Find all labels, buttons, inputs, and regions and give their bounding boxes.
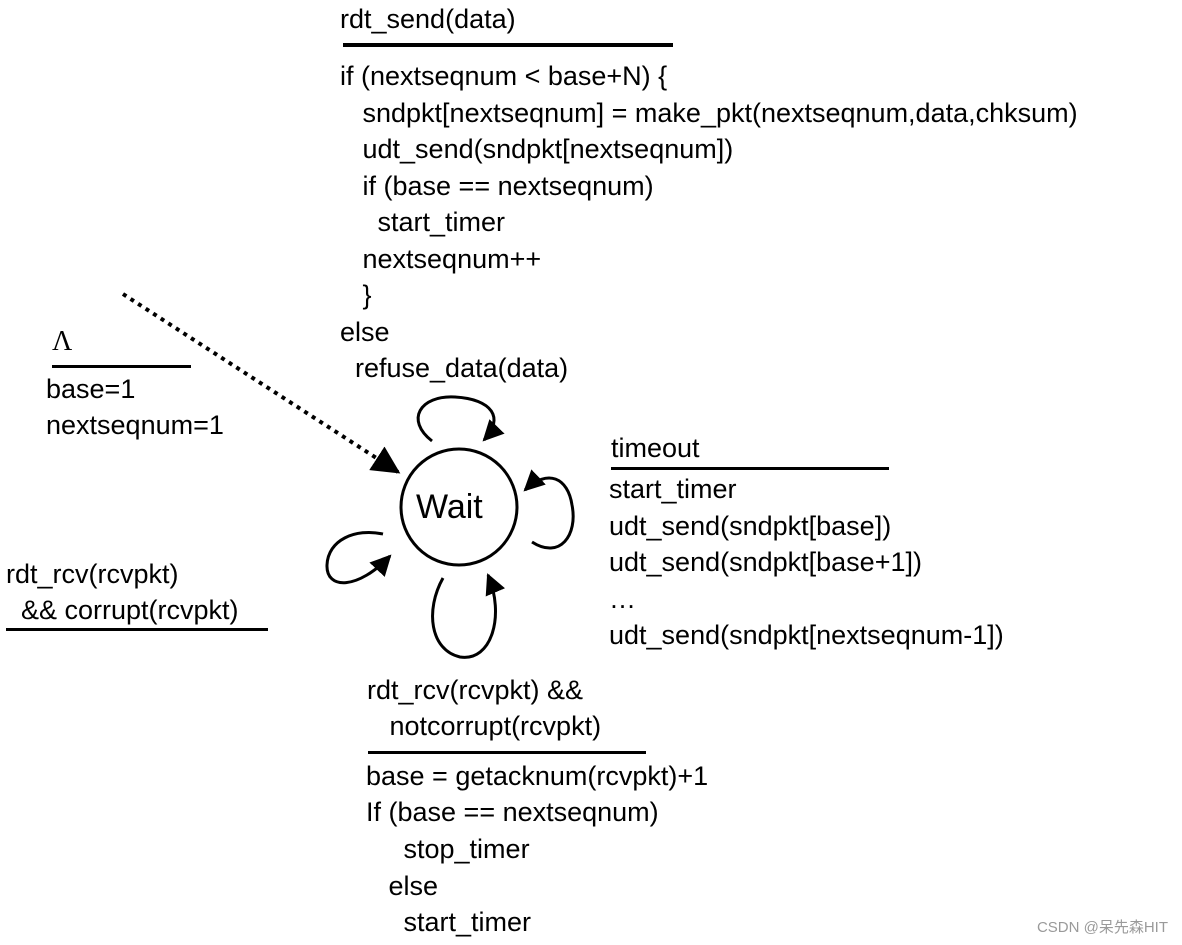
- timeout-transition-rule: [611, 467, 889, 470]
- watermark: CSDN @呆先森HIT: [1036, 919, 1168, 936]
- timeout-event-text: timeout: [611, 433, 700, 463]
- send-event-label: rdt_send(data): [340, 1, 670, 39]
- corrupt-event-line: rdt_rcv(rcvpkt): [6, 559, 179, 589]
- init-transition-rule: [52, 365, 191, 368]
- timeout-action-line: udt_send(sndpkt[base+1]): [609, 547, 922, 577]
- timeout-action-line: udt_send(sndpkt[nextseqnum-1]): [609, 620, 1004, 650]
- wait-state-label: Wait: [416, 488, 483, 526]
- send-action-line: udt_send(sndpkt[nextseqnum]): [340, 134, 734, 164]
- ack-event-line: rdt_rcv(rcvpkt) &&: [367, 675, 584, 705]
- corrupt-transition-rule: [6, 628, 268, 631]
- wait-state-circle: [399, 447, 519, 567]
- ack-action-line: stop_timer: [366, 834, 530, 864]
- send-action-line: }: [340, 280, 372, 310]
- timeout-event-label: timeout: [611, 430, 891, 468]
- corrupt-event-label: rdt_rcv(rcvpkt) && corrupt(rcvpkt): [6, 556, 296, 636]
- init-action-line: base=1: [46, 374, 136, 404]
- send-action-line: nextseqnum++: [340, 244, 542, 274]
- initial-transition-arrow: [121, 292, 401, 474]
- self-loop-corrupt-arrow: [325, 531, 392, 585]
- send-action-line: else: [340, 317, 390, 347]
- ack-transition-rule: [368, 751, 646, 754]
- init-actions: base=1 nextseqnum=1: [46, 371, 306, 451]
- self-loop-ack-arrow: [431, 573, 506, 659]
- timeout-action-line: start_timer: [609, 474, 737, 504]
- ack-action-line: start_timer: [366, 907, 532, 937]
- corrupt-event-line: && corrupt(rcvpkt): [6, 595, 239, 625]
- ack-event-line: notcorrupt(rcvpkt): [367, 711, 602, 741]
- send-event-text: rdt_send(data): [340, 4, 516, 34]
- send-action-line: if (base == nextseqnum): [340, 171, 654, 201]
- send-action-line: if (nextseqnum < base+N) {: [340, 61, 668, 91]
- init-event-label: Λ: [52, 324, 202, 364]
- ack-action-line: If (base == nextseqnum): [366, 797, 659, 827]
- send-action-line: refuse_data(data): [340, 353, 569, 383]
- init-action-line: nextseqnum=1: [46, 410, 224, 440]
- send-transition-rule: [343, 43, 673, 47]
- self-loop-send-arrow: [416, 395, 505, 443]
- timeout-action-line: …: [609, 584, 636, 614]
- ack-action-line: base = getacknum(rcvpkt)+1: [366, 761, 709, 791]
- ack-actions: base = getacknum(rcvpkt)+1 If (base == n…: [366, 758, 786, 943]
- timeout-action-line: udt_send(sndpkt[base]): [609, 511, 892, 541]
- lambda-symbol: Λ: [52, 326, 73, 357]
- send-action-line: start_timer: [340, 207, 506, 237]
- send-actions: if (nextseqnum < base+N) { sndpkt[nextse…: [340, 58, 1180, 388]
- ack-action-line: else: [366, 871, 439, 901]
- timeout-actions: start_timer udt_send(sndpkt[base]) udt_s…: [609, 471, 1069, 661]
- ack-event-label: rdt_rcv(rcvpkt) && notcorrupt(rcvpkt): [367, 672, 667, 752]
- self-loop-timeout-arrow: [523, 469, 575, 550]
- send-action-line: sndpkt[nextseqnum] = make_pkt(nextseqnum…: [340, 98, 1078, 128]
